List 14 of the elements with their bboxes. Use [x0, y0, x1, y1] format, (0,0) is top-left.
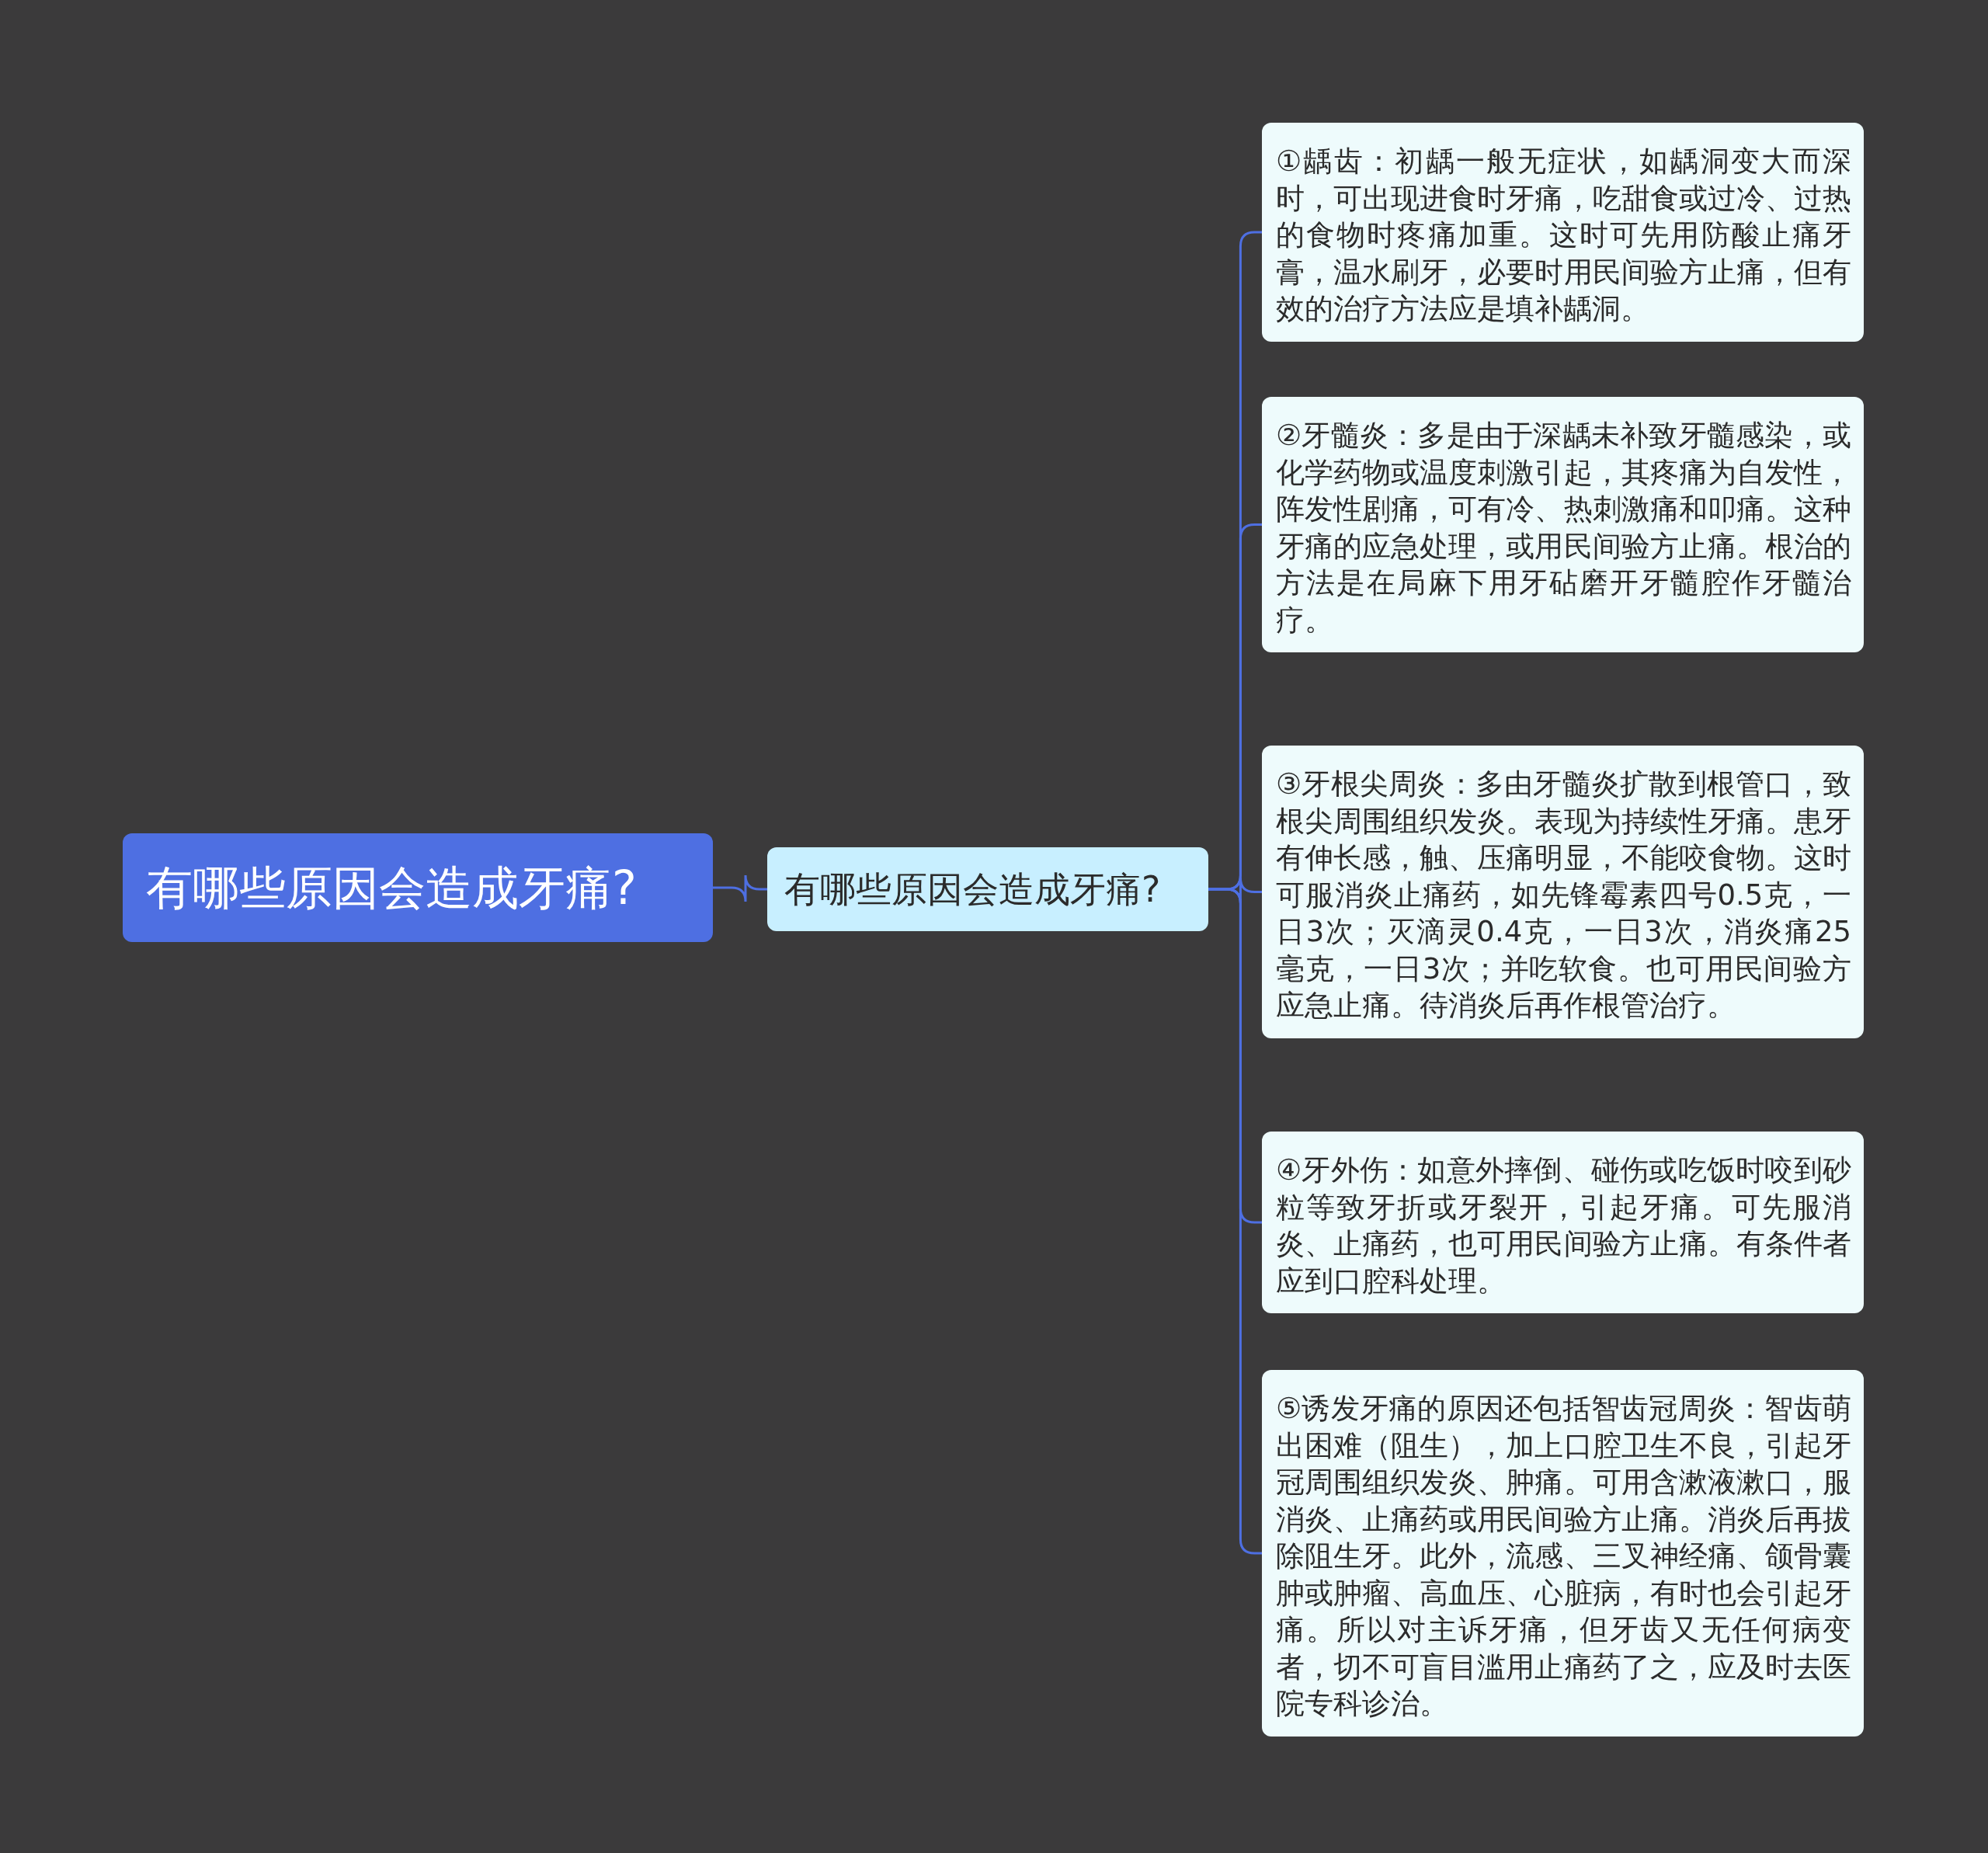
- detail-card: [1262, 397, 1864, 652]
- topic-label: 有哪些原因会造成牙痛?: [784, 867, 1162, 911]
- description-text: ④牙外伤：如意外摔倒、碰伤或吃饭时咬到砂粒等致牙折或牙裂开，引起牙痛。可先服消炎、止痛药，也可用民间验方止痛。有条件者应到口腔科处理。: [1276, 1152, 1851, 1299]
- detail-card: [1262, 123, 1864, 342]
- connector-line: [713, 874, 767, 903]
- subtopic-box: [767, 847, 1208, 931]
- root-topic-box: [123, 833, 713, 942]
- description-text: ①龋齿：初龋一般无症状，如龋洞变大而深时，可出现进食时牙痛，吃甜食或过冷、过热的食物时疼痛加重。这时可先用防酸止痛牙膏，温水刷牙，必要时用民间验方止痛，但有效的治疗方法应是填补龋洞。: [1276, 144, 1851, 327]
- description-text: ⑤诱发牙痛的原因还包括智齿冠周炎：智齿萌出困难（阻生），加上口腔卫生不良，引起牙冠周围组织发炎、肿痛。可用含漱液漱口，服消炎、止痛药或用民间验方止痛。消炎后再拔除阻生牙。此外，流感、三叉神经痛、颌骨囊肿或肿瘤、高血压、心脏病，有时也会引起牙痛。所以对主诉牙痛，但牙齿又无任何病变者，切不可盲目滥用止痛药了之，应及时去医院专科诊治。: [1276, 1391, 1851, 1722]
- description-text: ②牙髓炎：多是由于深龋未补致牙髓感染，或化学药物或温度刺激引起，其疼痛为自发性，阵发性剧痛，可有冷、热刺激痛和叩痛。这种牙痛的应急处理，或用民间验方止痛。根治的方法是在局麻下用牙砧磨开牙髓腔作牙髓治疗。: [1276, 418, 1851, 638]
- detail-card: [1262, 1132, 1864, 1313]
- description-text: ③牙根尖周炎：多由牙髓炎扩散到根管口，致根尖周围组织发炎。表现为持续性牙痛。患牙有伸长感，触、压痛明显，不能咬食物。这时可服消炎止痛药，如先锋霉素四号0.5克，一日3次；灭滴灵0.4克，一日3次，消炎痛25毫克，一日3次；并吃软食。也可用民间验方应急止痛。待消炎后再作根管治疗。: [1276, 767, 1851, 1024]
- topic-label: 有哪些原因会造成牙痛?: [146, 860, 638, 916]
- detail-card: [1262, 746, 1864, 1038]
